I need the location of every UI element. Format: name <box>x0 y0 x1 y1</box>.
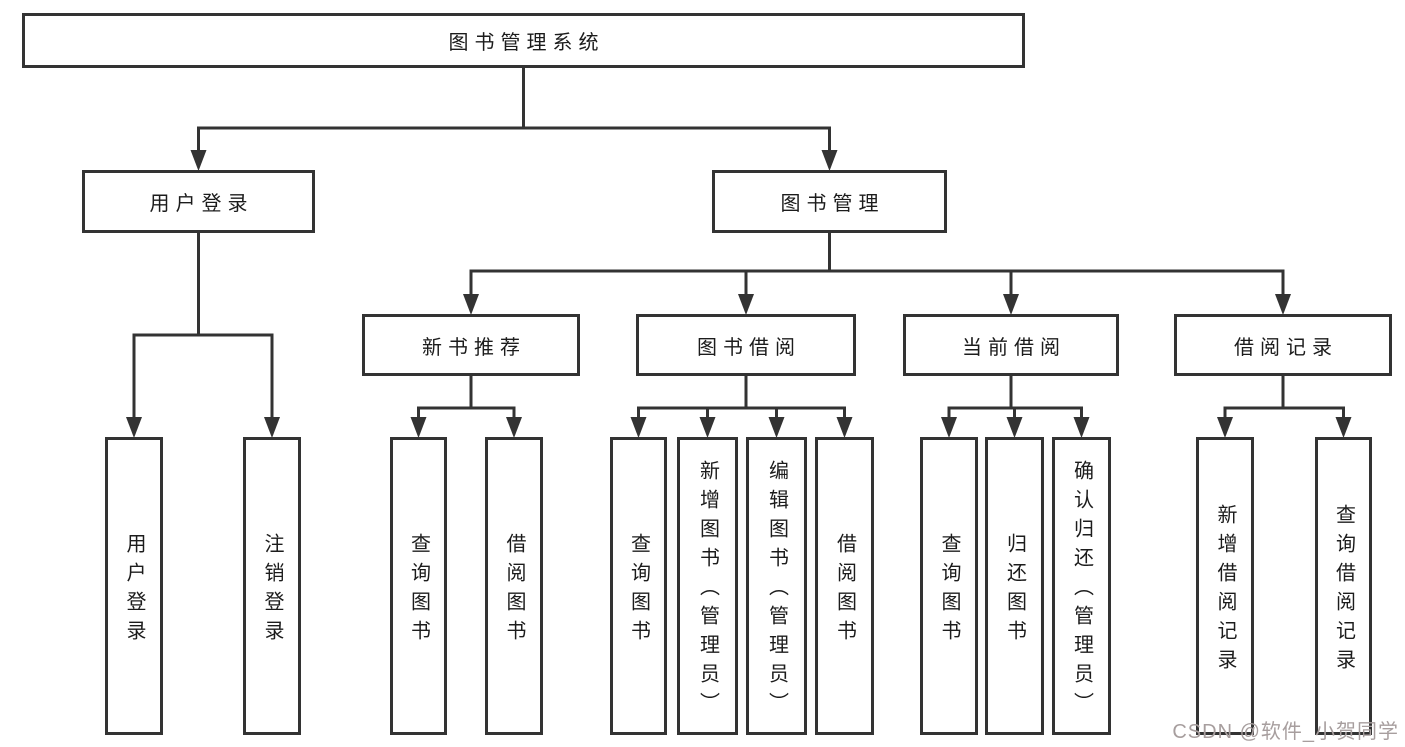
arrowhead-to-new-book-rec <box>463 294 479 315</box>
node-leaf-confirm-return: 确认归还（管理员） <box>1052 437 1111 735</box>
node-label-leaf-user-login: 用户登录 <box>123 532 145 649</box>
node-user-login: 用户登录 <box>82 170 315 233</box>
arrowhead-to-leaf-logout <box>264 417 280 438</box>
node-book-borrow: 图书借阅 <box>636 314 856 376</box>
connector-current-borrow <box>947 376 1083 420</box>
connector-user-login <box>132 233 274 420</box>
node-label-leaf-logout: 注销登录 <box>261 532 283 649</box>
node-leaf-user-login: 用户登录 <box>105 437 163 735</box>
connector-book-borrow <box>637 376 846 420</box>
arrowhead-to-leaf-add-book <box>699 417 716 438</box>
node-label-leaf-add-borrow-record: 新增借阅记录 <box>1214 503 1236 678</box>
arrowhead-to-leaf-confirm-return <box>1073 417 1090 438</box>
arrowhead-to-current-borrow <box>1003 294 1019 315</box>
node-label-leaf-query-book-1: 查询图书 <box>407 532 430 649</box>
node-book-mgmt: 图书管理 <box>712 170 947 233</box>
node-leaf-query-book-2: 查询图书 <box>610 437 667 735</box>
arrowhead-to-leaf-query-book-3 <box>941 417 957 438</box>
arrowhead-to-book-borrow <box>738 294 754 315</box>
node-label-leaf-borrow-book-2: 借阅图书 <box>833 532 856 649</box>
node-label-leaf-return-book: 归还图书 <box>1003 532 1026 649</box>
node-leaf-borrow-book-1: 借阅图书 <box>485 437 543 735</box>
connector-borrow-records <box>1223 376 1345 420</box>
watermark: CSDN @软件_小贺同学 <box>1172 721 1399 743</box>
node-leaf-query-borrow-record: 查询借阅记录 <box>1315 437 1372 735</box>
node-leaf-borrow-book-2: 借阅图书 <box>815 437 874 735</box>
connector-book-mgmt <box>469 233 1285 297</box>
node-label-leaf-query-book-3: 查询图书 <box>938 532 960 649</box>
arrowhead-to-user-login <box>190 150 207 171</box>
arrowhead-to-book-mgmt <box>821 150 838 171</box>
node-label-leaf-add-book: 新增图书（管理员） <box>696 460 719 721</box>
arrowhead-to-borrow-records <box>1275 294 1291 315</box>
arrowhead-to-leaf-borrow-book-1 <box>506 417 522 438</box>
node-label-book-mgmt: 图书管理 <box>780 193 885 215</box>
connector-root <box>197 68 831 153</box>
arrowhead-to-leaf-borrow-book-2 <box>836 417 853 438</box>
node-label-new-book-rec: 新书推荐 <box>422 336 526 359</box>
connector-new-book-rec <box>417 376 516 420</box>
node-label-leaf-confirm-return: 确认归还（管理员） <box>1070 460 1093 721</box>
node-label-current-borrow: 当前借阅 <box>962 336 1066 359</box>
node-label-leaf-query-borrow-record: 查询借阅记录 <box>1332 503 1355 678</box>
arrowhead-to-leaf-user-login <box>126 417 142 438</box>
node-leaf-add-borrow-record: 新增借阅记录 <box>1196 437 1254 735</box>
node-current-borrow: 当前借阅 <box>903 314 1119 376</box>
arrowhead-to-leaf-return-book <box>1006 417 1023 438</box>
arrowhead-to-leaf-query-book-2 <box>630 417 647 438</box>
node-label-leaf-query-book-2: 查询图书 <box>627 532 650 649</box>
node-label-leaf-edit-book: 编辑图书（管理员） <box>765 460 788 721</box>
node-new-book-rec: 新书推荐 <box>362 314 580 376</box>
arrowhead-to-leaf-query-book-1 <box>410 417 427 438</box>
node-leaf-add-book: 新增图书（管理员） <box>677 437 738 735</box>
node-label-leaf-borrow-book-1: 借阅图书 <box>503 532 525 649</box>
node-leaf-return-book: 归还图书 <box>985 437 1044 735</box>
node-label-root: 图书管理系统 <box>448 32 605 54</box>
node-label-user-login: 用户登录 <box>149 193 254 215</box>
node-label-borrow-records: 借阅记录 <box>1234 336 1338 359</box>
arrowhead-to-leaf-add-borrow-record <box>1217 417 1233 438</box>
node-leaf-edit-book: 编辑图书（管理员） <box>746 437 807 735</box>
arrowhead-to-leaf-edit-book <box>768 417 785 438</box>
node-leaf-logout: 注销登录 <box>243 437 301 735</box>
node-label-book-borrow: 图书借阅 <box>697 336 801 359</box>
node-root: 图书管理系统 <box>22 13 1025 68</box>
node-leaf-query-book-3: 查询图书 <box>920 437 978 735</box>
node-borrow-records: 借阅记录 <box>1174 314 1392 376</box>
node-leaf-query-book-1: 查询图书 <box>390 437 447 735</box>
arrowhead-to-leaf-query-borrow-record <box>1335 417 1352 438</box>
